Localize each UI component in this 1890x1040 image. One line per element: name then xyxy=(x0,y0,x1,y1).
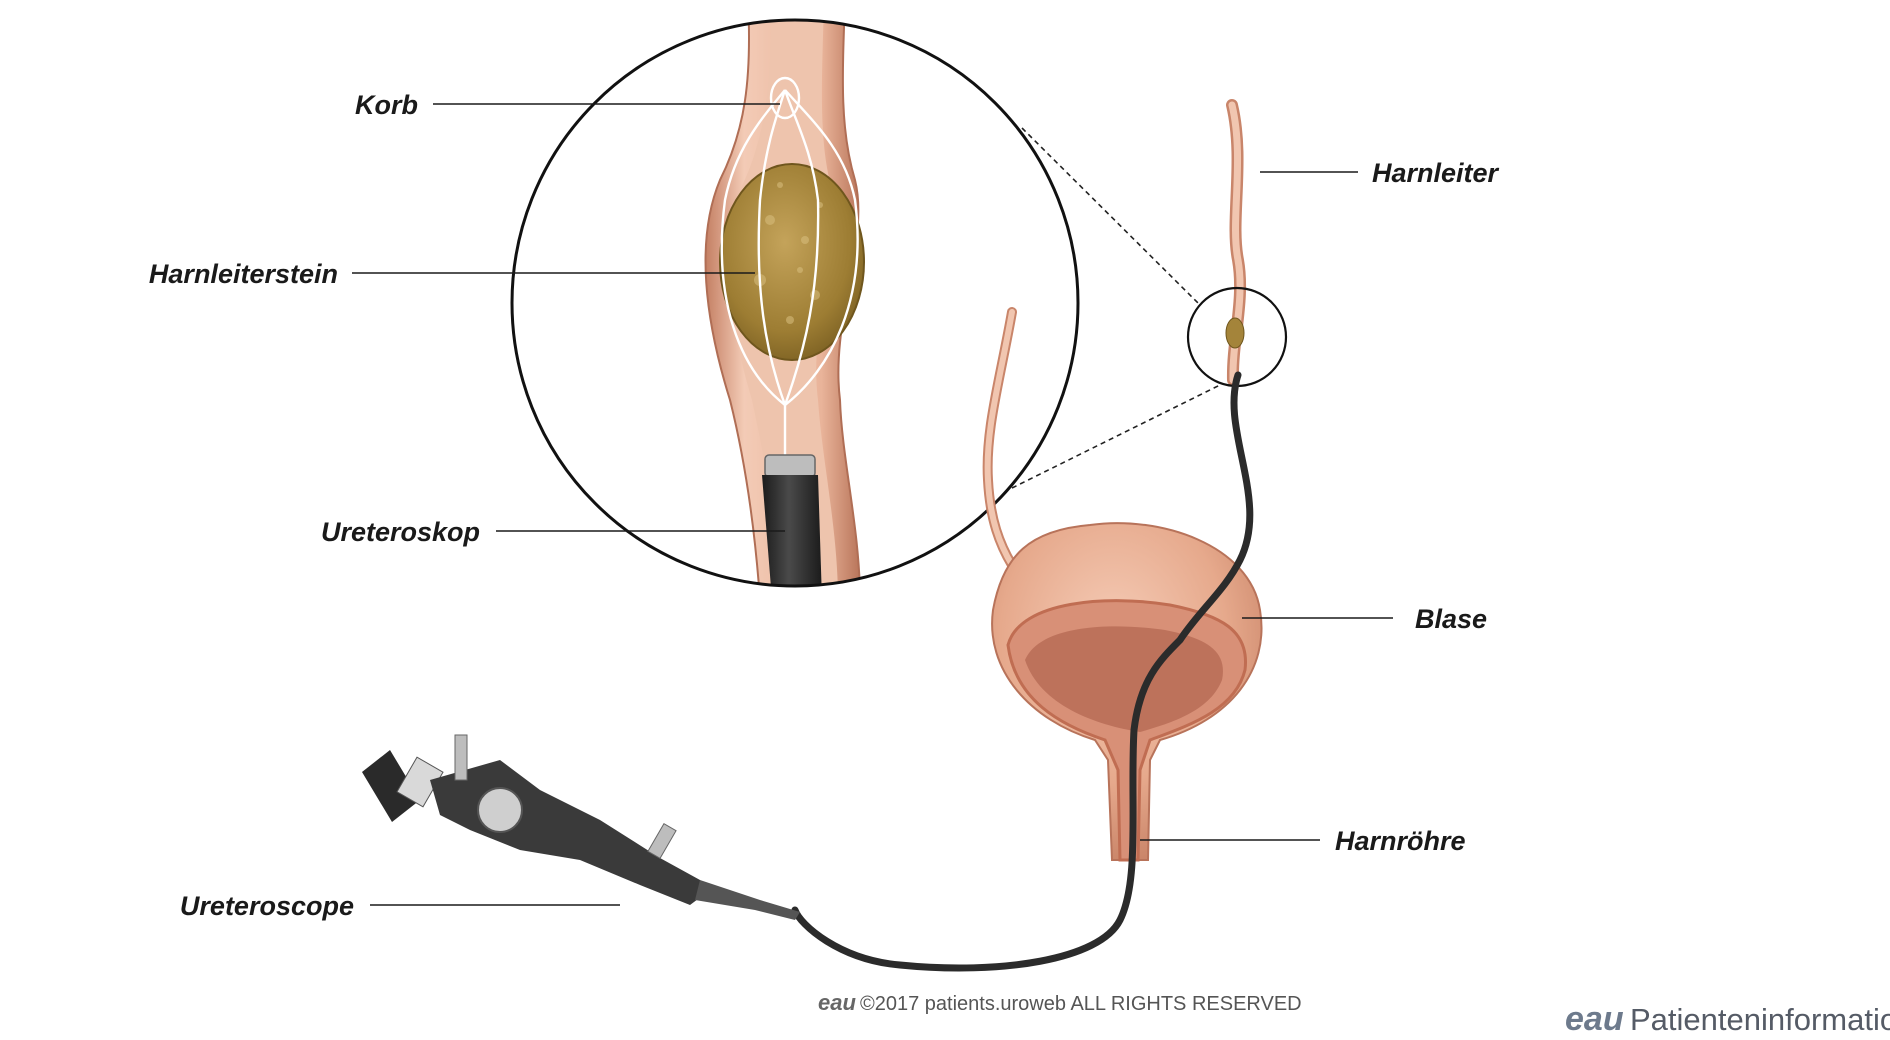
svg-text:Korb: Korb xyxy=(355,90,418,120)
label-harnleiter: Harnleiter xyxy=(1260,158,1500,188)
label-harnleiterstein: Harnleiterstein xyxy=(149,259,755,289)
anatomy xyxy=(791,99,1288,972)
basket-wires xyxy=(720,76,859,455)
ureteroscope-path xyxy=(791,371,1254,972)
zoom-inset xyxy=(510,18,1080,588)
brand-block: eau Patienteninformation xyxy=(1565,1000,1890,1038)
svg-text:Ureteroskop: Ureteroskop xyxy=(321,517,480,547)
ureter-stone-small xyxy=(1225,317,1245,349)
svg-text:Harnröhre: Harnröhre xyxy=(1335,826,1466,856)
zoomed-ureteroscope-ring xyxy=(764,454,816,478)
label-korb: Korb xyxy=(355,90,780,120)
zoomed-ureter-stone xyxy=(719,163,865,361)
ureteroscope-device xyxy=(362,734,800,920)
svg-text:Harnleiterstein: Harnleiterstein xyxy=(149,259,338,289)
label-harnroehre: Harnröhre xyxy=(1140,826,1466,856)
svg-text:Ureteroscope: Ureteroscope xyxy=(180,891,354,921)
label-ureteroscope: Ureteroscope xyxy=(180,891,620,921)
zoom-connector-top xyxy=(1021,127,1200,305)
zoomed-ureteroscope-shaft xyxy=(762,475,822,586)
zoom-circle xyxy=(510,18,1080,588)
brand-logo: eau xyxy=(1565,1000,1624,1038)
svg-text:Blase: Blase xyxy=(1415,604,1487,634)
footer-copyright: eau ©2017 patients.uroweb ALL RIGHTS RES… xyxy=(818,990,1302,1015)
label-blase: Blase xyxy=(1242,604,1487,634)
zoom-connector-bottom xyxy=(1011,384,1221,489)
svg-text:©2017 patients.uroweb ALL RIGH: ©2017 patients.uroweb ALL RIGHTS RESERVE… xyxy=(860,993,1302,1015)
svg-text:Patienteninformation: Patienteninformation xyxy=(1630,1002,1890,1037)
label-ureteroskop: Ureteroskop xyxy=(321,517,785,547)
footer-logo: eau xyxy=(818,990,856,1015)
svg-text:Harnleiter: Harnleiter xyxy=(1372,158,1500,188)
